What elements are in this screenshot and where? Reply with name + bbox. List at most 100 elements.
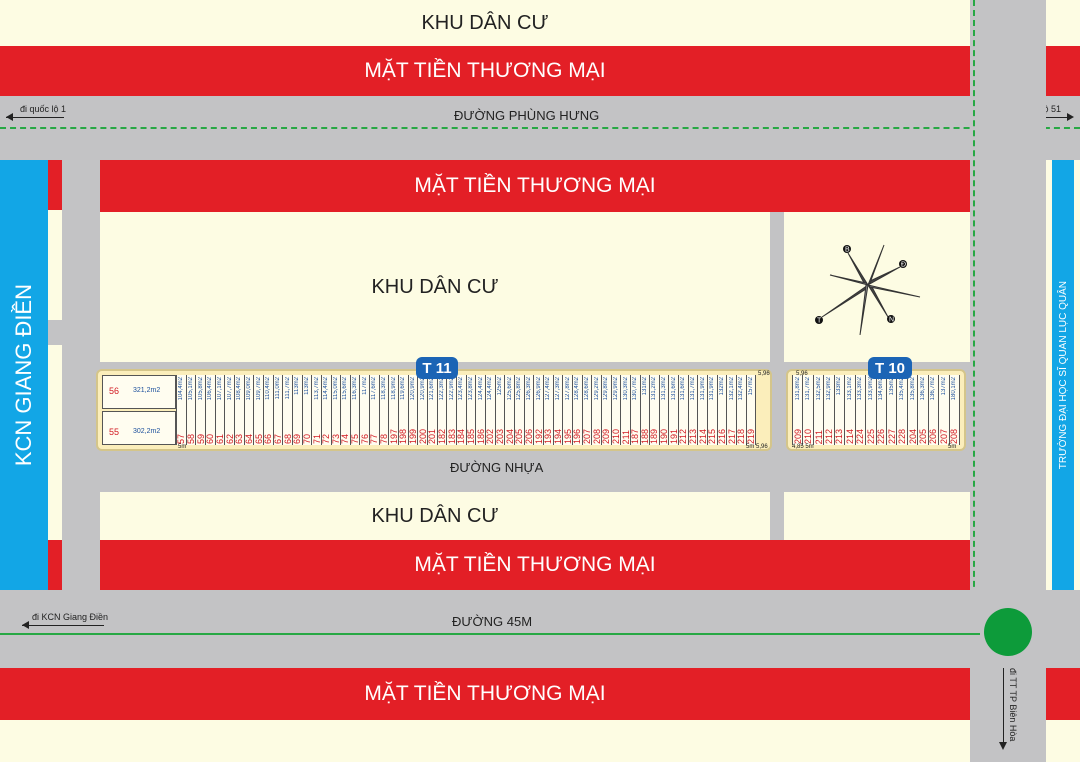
lot-area: 132,9m2: [826, 377, 833, 401]
lot-number: 204: [505, 428, 515, 444]
lot-area: 124,4m2: [477, 377, 484, 401]
lot-number: 65: [254, 433, 264, 444]
lot-area: 120,9m2: [410, 377, 417, 401]
lot-area: 125,6m2: [506, 377, 513, 401]
lot-area: 131m2: [641, 377, 648, 396]
dimension-label: 5,96: [758, 371, 770, 377]
road-label: ĐƯỜNG NHỰA: [450, 460, 544, 475]
lot-area: 109,7m2: [255, 377, 262, 401]
direction-arrow: [22, 625, 104, 626]
lot-area: 125m2: [496, 377, 503, 396]
lot-area: 127,8m2: [564, 377, 571, 401]
corner-lot: 56 321,2m2: [102, 375, 176, 409]
lot-number: 224: [855, 428, 866, 444]
block-tag-t10: T 10: [868, 357, 912, 379]
zone-residential-bottom-edge-right: [1046, 720, 1080, 762]
lot-area: 135,8m2: [909, 377, 916, 401]
lot-number: 215: [708, 428, 718, 444]
lot-number: 219: [746, 428, 757, 444]
zone-label: MẶT TIỀN THƯƠNG MẠI: [364, 682, 606, 705]
lot: 131m2 188: [640, 375, 651, 445]
arrow-right-icon: [1067, 113, 1074, 121]
lot-number: 63: [234, 433, 245, 444]
zone-residential-left: [48, 210, 62, 320]
lot-area: 131,7m2: [690, 377, 697, 401]
lot-number: 226: [876, 428, 887, 444]
lot-number: 68: [283, 433, 293, 444]
zone-commercial-2: MẶT TIỀN THƯƠNG MẠI: [100, 160, 970, 212]
compass-label-t: T: [817, 318, 822, 325]
lot-area: 107,1m2: [216, 377, 223, 401]
lot-area: 113m2: [294, 377, 301, 395]
lot-area: 132,5m2: [815, 377, 822, 401]
lot-area: 121,6m2: [429, 377, 436, 401]
lot-number: 188: [640, 428, 650, 444]
lot-number: 225: [866, 428, 876, 444]
direction-label: đi KCN Giang Điền: [32, 612, 109, 622]
lot-number: 189: [650, 428, 660, 444]
lot-number: 209: [601, 428, 612, 444]
zone-label: KHU DÂN CƯ: [371, 504, 499, 527]
lot-number: 75: [350, 433, 361, 444]
lot-area: 129,9m2: [612, 377, 619, 401]
lot-area: 137m2: [940, 377, 947, 396]
lot: 132,5m2 211: [813, 375, 825, 445]
lot-area: 111,0m2: [274, 377, 281, 400]
lot-area: 115,6m2: [342, 377, 349, 400]
lot-area: 129,2m2: [593, 377, 600, 401]
compass-label-b: B: [845, 247, 850, 254]
lot-area: 131,2m2: [651, 377, 658, 401]
lot-number: 58: [186, 433, 196, 444]
lot-area: 133,3m2: [857, 377, 864, 401]
lot: 157m2 219: [746, 375, 757, 445]
lot-area: 117,6m2: [371, 377, 378, 400]
lot-number: 194: [553, 428, 563, 444]
compass-icon: B Đ N T: [815, 244, 921, 335]
lot-area: 157m2: [748, 377, 755, 396]
lot-area: 114,4m2: [323, 377, 330, 400]
zone-label: KHU DÂN CƯ: [421, 11, 549, 34]
lot: 131,2m2 189: [650, 375, 660, 445]
direction-arrow: [6, 117, 64, 118]
zone-label: KHU DÂN CƯ: [371, 275, 499, 298]
zone-label: MẶT TIỀN THƯƠNG MẠI: [414, 553, 656, 576]
zone-commercial-4: MẶT TIỀN THƯƠNG MẠI: [0, 668, 970, 720]
lot: 109,7m2 65: [254, 375, 264, 445]
lot-area: 133m2: [836, 377, 843, 396]
arrow-left-icon: [22, 621, 29, 629]
route-line: [0, 127, 1080, 129]
lot-number: 211: [813, 429, 824, 444]
zone-label: TRƯỜNG ĐẠI HỌC SĨ QUAN LỤC QUÂN: [1057, 280, 1069, 470]
direction-arrow: [1003, 668, 1004, 748]
lot-number: 212: [679, 428, 689, 444]
lot-number: 190: [659, 428, 670, 444]
zone-industrial: KCN GIANG ĐIỀN: [0, 160, 48, 590]
lot-area: 128,6m2: [583, 377, 590, 401]
